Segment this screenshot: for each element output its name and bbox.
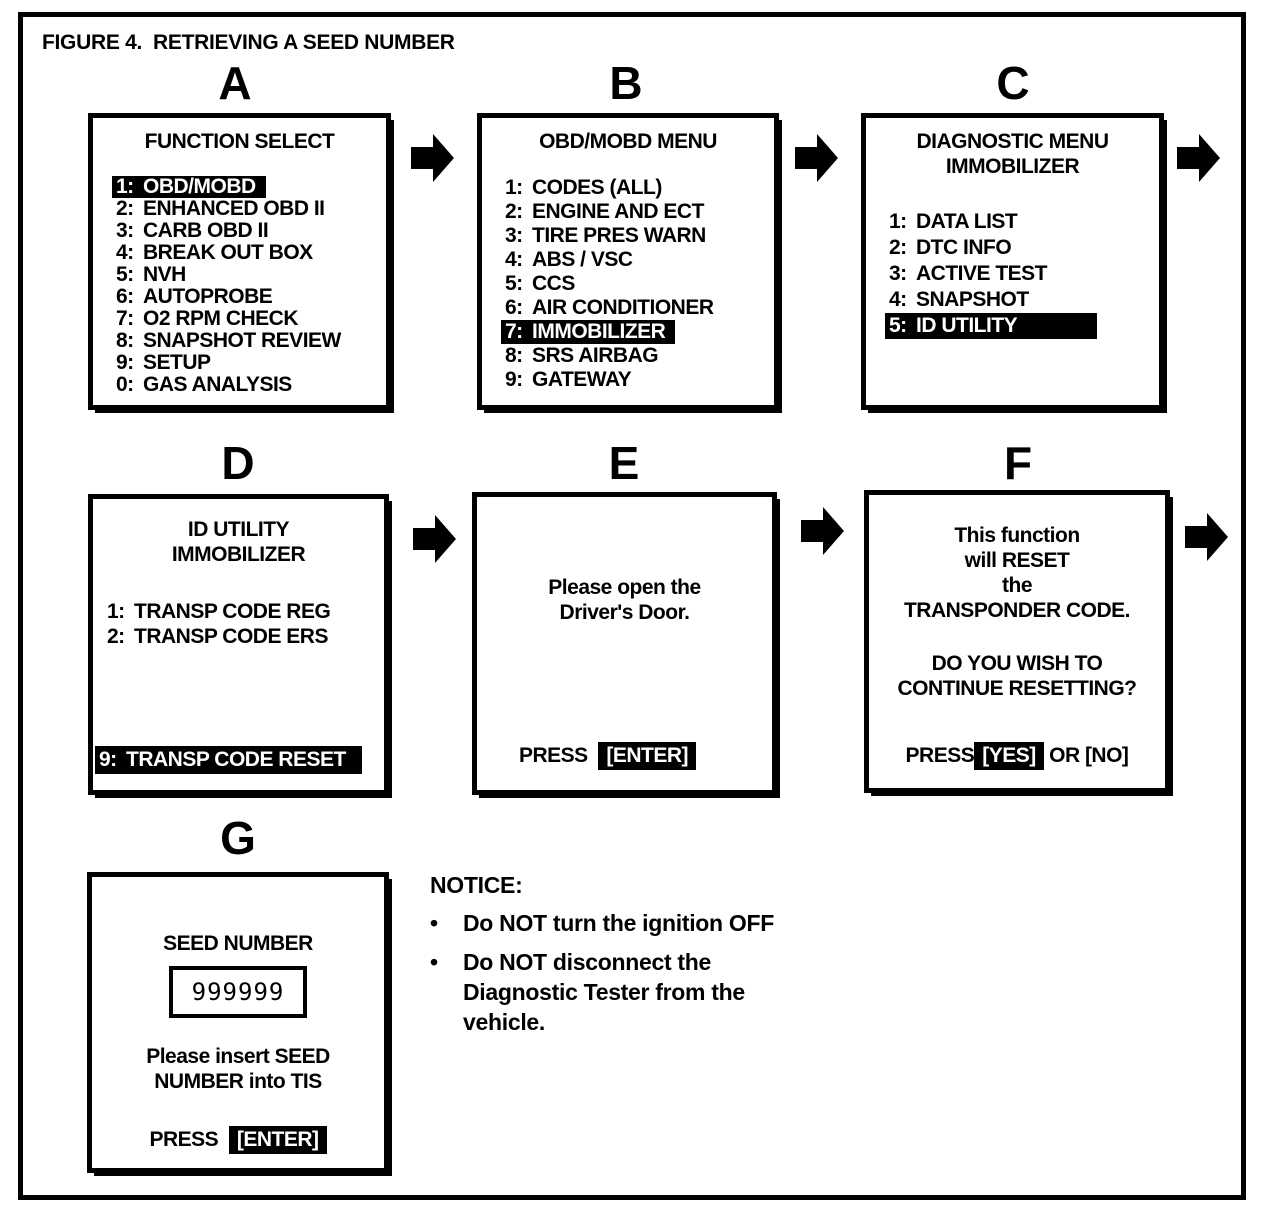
menu-item-snapshot: 4:SNAPSHOT <box>889 288 1029 311</box>
menu-item-data-list: 1:DATA LIST <box>889 210 1018 233</box>
notice-bullet-2: • Do NOT disconnect the Diagnostic Teste… <box>430 949 745 1035</box>
step-letter-g: G <box>220 812 256 864</box>
flow-arrow-f-continue-icon <box>1185 513 1228 561</box>
menu-item-obd-mobd: 1:OBD/MOBD <box>112 176 266 198</box>
yes-key-highlight: [YES] <box>974 742 1044 770</box>
step-letter-b: B <box>609 57 643 109</box>
menu-item-ccs: 5:CCS <box>505 272 575 295</box>
screen-title: OBD/MOBD MENU <box>539 130 717 153</box>
screen-f-reset-confirm: This function will RESET the TRANSPONDER… <box>864 490 1170 793</box>
press-enter-line: PRESS [ENTER] <box>519 742 697 770</box>
bullet-icon: • <box>430 949 439 975</box>
step-letter-f: F <box>1003 437 1033 489</box>
menu-list: 1:CODES (ALL) 2:ENGINE AND ECT 3:TIRE PR… <box>501 176 774 392</box>
press-enter-line: PRESS [ENTER] <box>92 1126 384 1154</box>
menu-item-setup: 9:SETUP <box>116 351 211 374</box>
menu-item-air-conditioner: 6:AIR CONDITIONER <box>505 296 714 319</box>
screen-d-id-utility: ID UTILITY IMMOBILIZER 1:TRANSP CODE REG… <box>88 494 389 795</box>
screen-g-seed-number: SEED NUMBER 999999 Please insert SEED NU… <box>87 872 389 1173</box>
flow-arrow-c-continue-icon <box>1177 134 1220 182</box>
seed-number-value-box: 999999 <box>169 966 307 1018</box>
bullet-icon: • <box>430 910 439 936</box>
confirm-question: DO YOU WISH TO CONTINUE RESETTING? <box>897 652 1137 700</box>
screen-title: DIAGNOSTIC MENU IMMOBILIZER <box>916 130 1110 178</box>
screen-b-obd-mobd-menu: OBD/MOBD MENU 1:CODES (ALL) 2:ENGINE AND… <box>477 113 779 410</box>
menu-item-transp-code-ers: 2:TRANSP CODE ERS <box>107 625 328 648</box>
menu-list: 1:TRANSP CODE REG 2:TRANSP CODE ERS <box>103 599 384 649</box>
menu-item-snapshot-review: 8:SNAPSHOT REVIEW <box>116 329 341 352</box>
menu-item-immobilizer: 7:IMMOBILIZER <box>501 320 676 344</box>
press-yes-no-line: PRESS[YES] OR [NO] <box>869 742 1165 770</box>
screen-message: This function will RESET the TRANSPONDER… <box>903 524 1131 622</box>
menu-item-engine-and-ect: 2:ENGINE AND ECT <box>505 200 704 223</box>
step-letter-c: C <box>996 57 1030 109</box>
menu-item-abs-vsc: 4:ABS / VSC <box>505 248 633 271</box>
enter-key-highlight: [ENTER] <box>228 1126 327 1154</box>
menu-item-active-test: 3:ACTIVE TEST <box>889 262 1048 285</box>
notice-heading: NOTICE: <box>430 872 523 898</box>
notice-block: NOTICE: • Do NOT turn the ignition OFF •… <box>430 872 774 1037</box>
step-letter-d: D <box>221 437 255 489</box>
enter-key-highlight: [ENTER] <box>598 742 697 770</box>
screen-title: ID UTILITY IMMOBILIZER <box>171 518 306 566</box>
screen-message: Please open the Driver's Door. <box>548 576 701 624</box>
screen-c-diagnostic-menu: DIAGNOSTIC MENU IMMOBILIZER 1:DATA LIST … <box>861 113 1164 410</box>
screen-title: FUNCTION SELECT <box>144 130 335 153</box>
flow-arrow-b-to-c-icon <box>795 134 838 182</box>
menu-item-nvh: 5:NVH <box>116 263 186 286</box>
menu-item-tire-pres-warn: 3:TIRE PRES WARN <box>505 224 706 247</box>
menu-item-dtc-info: 2:DTC INFO <box>889 236 1012 259</box>
menu-item-transp-code-reg: 1:TRANSP CODE REG <box>107 600 331 623</box>
flow-arrow-d-to-e-icon <box>413 515 456 563</box>
figure-title: FIGURE 4. RETRIEVING A SEED NUMBER <box>42 31 455 54</box>
screen-a-function-select: FUNCTION SELECT 1:OBD/MOBD 2:ENHANCED OB… <box>88 113 391 410</box>
flow-arrow-a-to-b-icon <box>411 134 454 182</box>
menu-item-srs-airbag: 8:SRS AIRBAG <box>505 344 659 367</box>
menu-item-codes-all: 1:CODES (ALL) <box>505 176 662 199</box>
menu-item-gateway: 9:GATEWAY <box>505 368 632 391</box>
menu-item-o2-rpm-check: 7:O2 RPM CHECK <box>116 307 299 330</box>
menu-item-enhanced-obd-ii: 2:ENHANCED OBD II <box>116 197 325 220</box>
menu-item-autoprobe: 6:AUTOPROBE <box>116 285 273 308</box>
menu-item-break-out-box: 4:BREAK OUT BOX <box>116 241 313 264</box>
menu-list: 1:DATA LIST 2:DTC INFO 3:ACTIVE TEST 4:S… <box>885 209 1159 339</box>
seed-number-title: SEED NUMBER <box>163 932 313 955</box>
menu-item-gas-analysis: 0:GAS ANALYSIS <box>116 373 292 396</box>
menu-list: 1:OBD/MOBD 2:ENHANCED OBD II 3:CARB OBD … <box>112 176 386 396</box>
menu-item-transp-code-reset: 9:TRANSP CODE RESET <box>95 746 362 774</box>
notice-bullet-1: • Do NOT turn the ignition OFF <box>430 910 774 936</box>
menu-item-id-utility: 5:ID UTILITY <box>885 313 1098 339</box>
flow-arrow-e-to-f-icon <box>801 507 844 555</box>
step-letter-e: E <box>608 437 640 489</box>
seed-note: Please insert SEED NUMBER into TIS <box>146 1045 330 1093</box>
menu-item-carb-obd-ii: 3:CARB OBD II <box>116 219 269 242</box>
seed-number-value: 999999 <box>191 978 285 1006</box>
step-letter-a: A <box>218 57 252 109</box>
screen-e-open-door-prompt: Please open the Driver's Door. PRESS [EN… <box>472 492 777 795</box>
